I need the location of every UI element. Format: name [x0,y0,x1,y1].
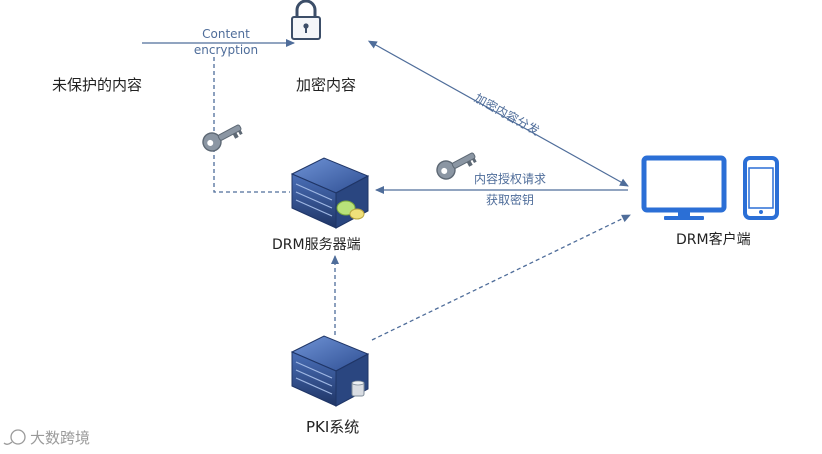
pki-system-label: PKI系统 [306,418,359,436]
watermark-text: 大数跨境 [30,429,90,447]
license-request-label-line2: 获取密钥 [486,192,534,207]
distribution-label: 加密内容分发 [472,90,542,138]
content-encryption-label-line1: Content [202,27,250,41]
key-icon-license [436,152,477,180]
distribution-arrow [367,40,629,187]
watermark: 大数跨境 [3,429,90,447]
unprotected-content-label: 未保护的内容 [52,76,142,94]
lock-icon [291,0,321,40]
drm-server-label: DRM服务器端 [272,237,361,253]
monitor-icon [641,155,727,220]
key-dashed-link [213,57,290,193]
drm-client-label: DRM客户端 [676,231,751,248]
license-request-label-line1: 内容授权请求 [474,171,546,186]
phone-icon [743,156,779,220]
watermark-logo-icon [10,429,26,445]
key-icon [202,124,243,152]
pki-server-icon [290,335,370,407]
pki-client-dashed-arrow [371,214,631,341]
encrypted-content-label: 加密内容 [296,76,356,94]
content-encryption-label-line2: encryption [194,43,258,57]
drm-server-icon [290,157,370,229]
